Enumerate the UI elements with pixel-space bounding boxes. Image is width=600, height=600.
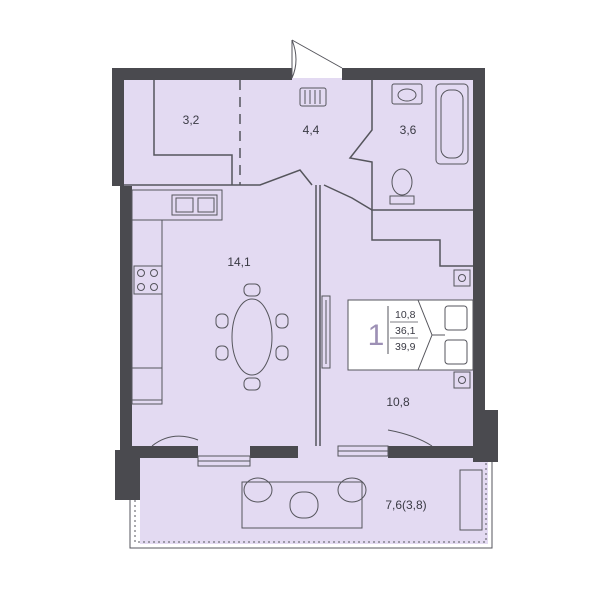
bathroom-fixtures <box>389 83 469 205</box>
loggia <box>129 462 493 549</box>
total-area-value: 36,1 <box>395 325 416 337</box>
loggia-area-label: 7,6(3,8) <box>385 498 426 512</box>
bathroom-area-label: 3,6 <box>400 123 417 137</box>
apartment-summary: 1 10,8 36,1 39,9 <box>368 306 418 354</box>
living-area-value: 10,8 <box>395 309 416 321</box>
hall-radiator <box>299 87 327 107</box>
inner-walls <box>124 80 473 446</box>
rooms-count: 1 <box>368 319 385 352</box>
outer-walls <box>112 68 498 500</box>
bedroom-furniture <box>321 269 474 389</box>
floor-fill <box>120 78 488 544</box>
entrance-door <box>291 39 343 79</box>
area-with-loggia-value: 39,9 <box>395 341 416 353</box>
bedroom-area-label: 10,8 <box>386 395 410 409</box>
hall-area-label: 4,4 <box>303 123 320 137</box>
kitchen-living-area-label: 14,1 <box>227 255 251 269</box>
windows <box>151 429 433 467</box>
kitchen-counter <box>131 189 223 405</box>
dining-table <box>215 283 289 391</box>
storage-area-label: 3,2 <box>183 113 200 127</box>
